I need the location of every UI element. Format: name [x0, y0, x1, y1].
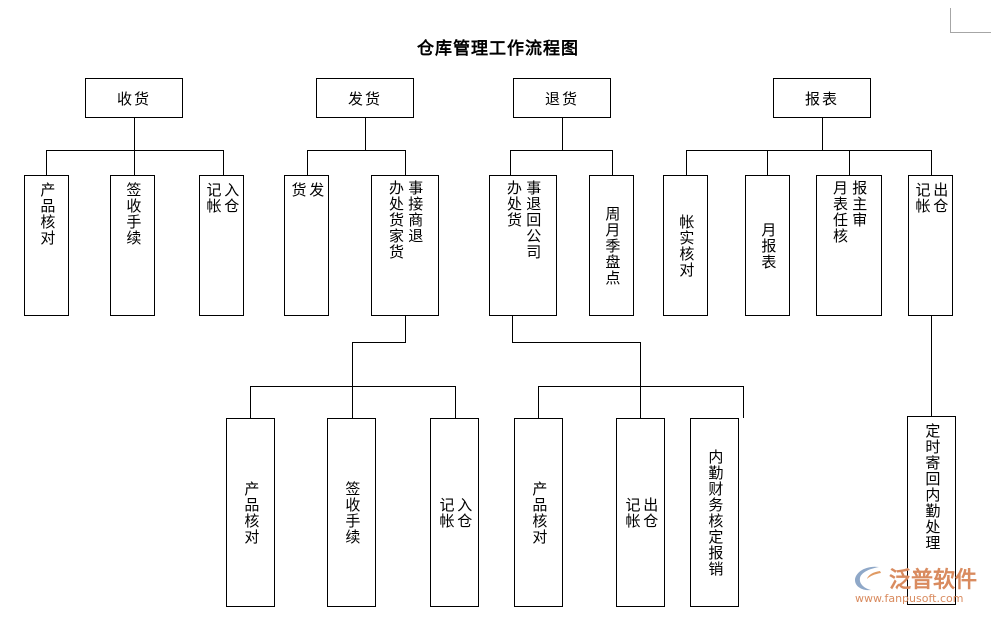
node-neiqin-caiwu-baoxiao-label: 内勤财务核定报销	[706, 448, 725, 577]
node-rucang-jizhang-1[interactable]: 入仓 记帐	[199, 175, 244, 316]
connector-shouhuo-stem	[134, 118, 135, 150]
node-qianshou-shouxu-2-label: 签收手续	[343, 480, 362, 545]
connector-fahuo-stem	[365, 118, 366, 150]
node-tuihui-gongsi-cols: 事退回公司 办处货	[505, 176, 542, 315]
node-chanpin-hedui-2-label: 产品核对	[242, 480, 261, 545]
node-chucang-jizhang-2-label: 出仓 记帐	[623, 496, 660, 529]
node-zhouyueji-pandian-label: 周月季盘点	[603, 205, 622, 286]
connector-tuihuo-drop-1	[510, 150, 511, 175]
node-baobiao[interactable]: 报表	[773, 78, 871, 118]
node-chanpin-hedui-3[interactable]: 产品核对	[514, 418, 563, 607]
connector-baobiao-stem	[822, 118, 823, 150]
node-baobiao-zhuren-shenhe-col-left: 月表任核	[831, 180, 849, 244]
node-baobiao-zhuren-shenhe[interactable]: 报主审 月表任核	[816, 175, 882, 316]
connector-tuihuo-bus	[510, 150, 612, 151]
node-chanpin-hedui-1[interactable]: 产品核对	[24, 175, 69, 316]
node-baobiao-zhuren-shenhe-cols: 报主审 月表任核	[831, 176, 868, 315]
node-fahuo-sub[interactable]: 发 货	[284, 175, 329, 316]
connector-c1-stem-down-2	[640, 342, 641, 386]
node-tuihui-gongsi-col-right: 事退回公司	[524, 180, 543, 260]
page-corner-mark	[950, 8, 991, 33]
node-tuihui-gongsi-col-left: 办处货	[505, 180, 523, 228]
node-rucang-jizhang-1-label: 入仓 记帐	[204, 182, 241, 214]
connector-b2-drop-2	[352, 386, 353, 418]
connector-baobiao-drop-4	[931, 150, 932, 175]
connector-tuihuo-stem	[562, 118, 563, 150]
node-fahuo[interactable]: 发货	[316, 78, 414, 118]
node-rucang-jizhang-2[interactable]: 入仓 记帐	[430, 418, 479, 607]
node-shouhuo[interactable]: 收货	[85, 78, 183, 118]
node-qianshou-shouxu-2[interactable]: 签收手续	[327, 418, 376, 607]
node-chanpin-hedui-2[interactable]: 产品核对	[226, 418, 275, 607]
node-jie-shangjia-tuihuo-col-left: 办处货家货	[387, 180, 405, 260]
connector-c1-drop-3	[743, 386, 744, 418]
connector-fahuo-bus	[307, 150, 405, 151]
swoosh-logo-icon	[855, 566, 881, 591]
node-rucang-jizhang-2-label: 入仓 记帐	[437, 496, 474, 529]
node-fahuo-sub-label: 发 货	[289, 182, 326, 198]
connector-baobiao-drop-3	[849, 150, 850, 175]
connector-fahuo-drop-1	[307, 150, 308, 175]
connector-baobiao-drop-1	[686, 150, 687, 175]
connector-baobiao-bus	[686, 150, 931, 151]
node-yue-baobiao[interactable]: 月报表	[745, 175, 790, 316]
node-jie-shangjia-tuihuo[interactable]: 事接商退 办处货家货	[371, 175, 439, 316]
connector-c1-drop-1	[538, 386, 539, 418]
connector-shouhuo-drop-1	[46, 150, 47, 175]
node-chucang-jizhang-1[interactable]: 出仓 记帐	[908, 175, 953, 316]
node-zhangshi-hedui-label: 帐实核对	[677, 213, 696, 278]
connector-shouhuo-drop-3	[223, 150, 224, 175]
connector-c1-drop-2	[640, 386, 641, 418]
node-jie-shangjia-tuihuo-col-right: 事接商退	[406, 180, 425, 244]
connector-b2-drop-3	[455, 386, 456, 418]
node-zhouyueji-pandian[interactable]: 周月季盘点	[589, 175, 634, 316]
node-tuihuo-label: 退货	[544, 89, 579, 108]
connector-d4-to-g1	[931, 316, 932, 416]
connector-baobiao-drop-2	[767, 150, 768, 175]
node-dingshi-jihui-neiqin-label: 定时寄回内勤处理	[923, 423, 942, 551]
connector-b2-jog	[352, 342, 406, 343]
node-fahuo-label: 发货	[347, 89, 382, 108]
node-shouhuo-label: 收货	[116, 89, 151, 108]
node-tuihuo[interactable]: 退货	[513, 78, 611, 118]
node-jie-shangjia-tuihuo-cols: 事接商退 办处货家货	[387, 176, 424, 315]
connector-b2-drop-1	[250, 386, 251, 418]
node-chanpin-hedui-3-label: 产品核对	[530, 480, 549, 545]
node-neiqin-caiwu-baoxiao[interactable]: 内勤财务核定报销	[690, 418, 739, 607]
connector-tuihuo-drop-2	[612, 150, 613, 175]
node-baobiao-label: 报表	[804, 89, 839, 108]
node-chanpin-hedui-1-label: 产品核对	[38, 182, 57, 246]
node-baobiao-zhuren-shenhe-col-right: 报主审	[850, 180, 869, 228]
node-tuihui-gongsi[interactable]: 事退回公司 办处货	[489, 175, 557, 316]
connector-fahuo-drop-2	[405, 150, 406, 175]
node-zhangshi-hedui[interactable]: 帐实核对	[663, 175, 708, 316]
node-yue-baobiao-label: 月报表	[759, 221, 778, 270]
connector-b2-stem-down	[405, 316, 406, 342]
node-chucang-jizhang-1-label: 出仓 记帐	[913, 182, 950, 214]
connector-b2-stem-down-2	[352, 342, 353, 386]
node-chucang-jizhang-2[interactable]: 出仓 记帐	[616, 418, 665, 607]
page-title: 仓库管理工作流程图	[417, 39, 579, 59]
node-qianshou-shouxu-1-label: 签收手续	[124, 182, 143, 246]
node-qianshou-shouxu-1[interactable]: 签收手续	[110, 175, 155, 316]
node-dingshi-jihui-neiqin[interactable]: 定时寄回内勤处理	[907, 416, 956, 605]
connector-c1-stem-down	[512, 316, 513, 342]
connector-c1-jog	[512, 342, 640, 343]
connector-shouhuo-drop-2	[134, 150, 135, 175]
